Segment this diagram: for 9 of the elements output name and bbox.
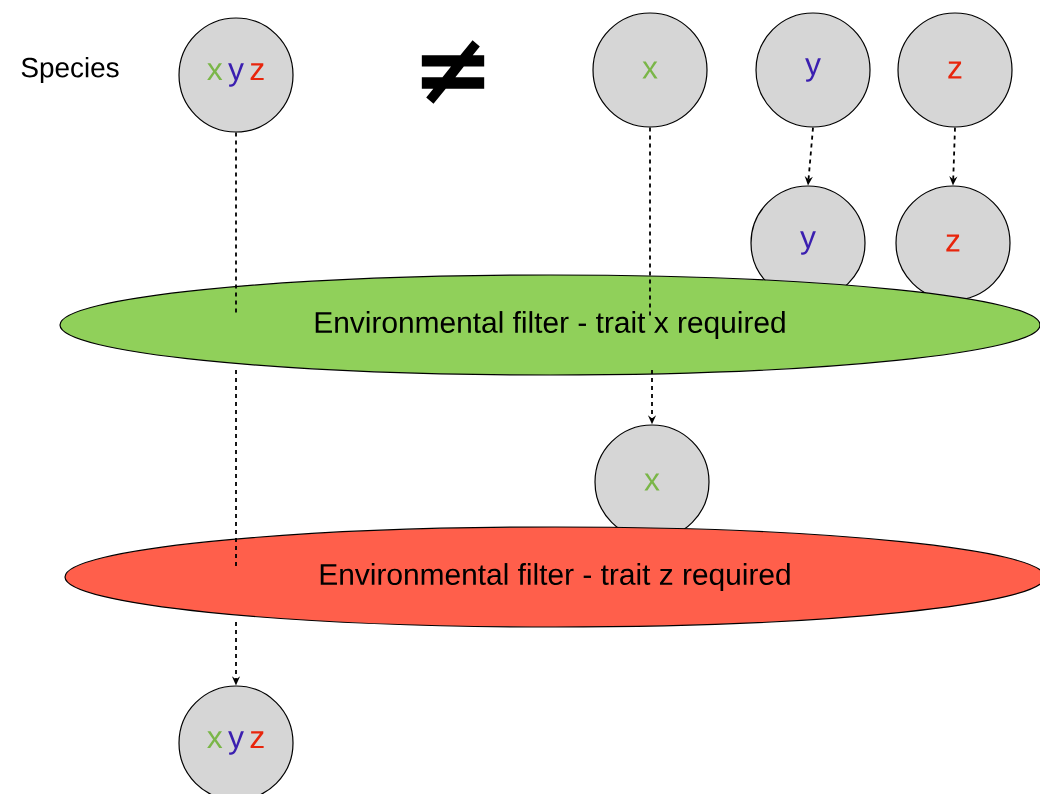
species-label: Species <box>21 57 119 83</box>
circle-node: z <box>897 12 1013 128</box>
circle-node: z <box>895 185 1011 301</box>
circle-node: x y z <box>178 17 294 133</box>
circle-node: x y z <box>178 685 294 794</box>
circle-node: x <box>592 12 708 128</box>
circle-node: x <box>594 424 710 540</box>
not-equal-sign: ≠ <box>421 40 485 104</box>
circle-node: y <box>755 12 871 128</box>
